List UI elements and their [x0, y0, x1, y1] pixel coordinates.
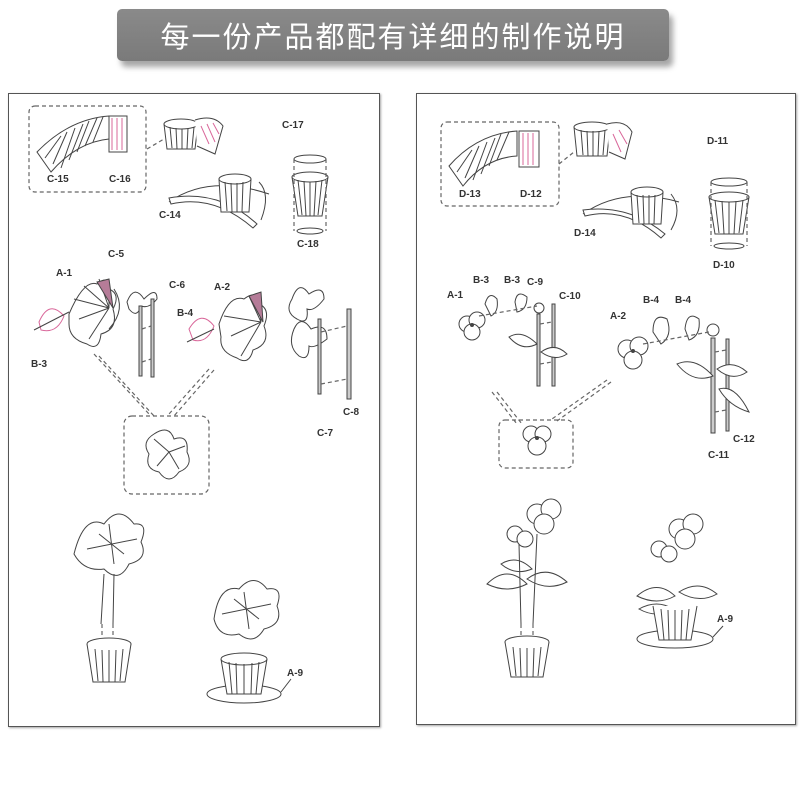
detail-box-flower	[123, 415, 210, 495]
label-d14: D-14	[574, 228, 596, 239]
label-c17: C-17	[282, 120, 304, 131]
label-d10: D-10	[713, 260, 735, 271]
label-a2: A-2	[214, 282, 231, 293]
petal-b3-2	[514, 293, 528, 313]
pot-strip-curved	[448, 130, 540, 187]
label-b3-first: B-3	[473, 275, 490, 286]
pot-base	[713, 242, 745, 250]
pot-band	[168, 173, 270, 229]
flower-a1	[33, 278, 120, 347]
label-d11: D-11	[707, 136, 729, 147]
pot-lid	[293, 154, 327, 164]
detail-box-strip	[28, 105, 147, 193]
label-c7: C-7	[317, 428, 334, 439]
detail-box-pansy	[498, 419, 574, 469]
label-a1: A-1	[56, 268, 73, 279]
plant-assembly-1	[73, 513, 145, 683]
label-c6: C-6	[169, 280, 186, 291]
pot-strip-curved	[36, 115, 128, 173]
label-c8: C-8	[343, 407, 360, 418]
title-banner: 每一份产品都配有详细的制作说明	[117, 9, 669, 61]
pansy-a2	[617, 315, 750, 434]
label-c14: C-14	[159, 210, 181, 221]
stem-c7-c8	[288, 287, 352, 400]
right-diagram	[440, 121, 750, 678]
label-c11: C-11	[708, 450, 730, 461]
label-c12: C-12	[733, 434, 755, 445]
label-a9: A-9	[287, 668, 304, 679]
label-c5: C-5	[108, 249, 125, 260]
label-a1: A-1	[447, 290, 464, 301]
label-a9: A-9	[717, 614, 734, 625]
plant-assembly-2	[636, 513, 724, 649]
pot-rolled	[163, 117, 224, 155]
label-b4-second: B-4	[675, 295, 692, 306]
label-b4-first: B-4	[643, 295, 660, 306]
pot-band	[582, 186, 680, 239]
label-c16: C-16	[109, 174, 131, 185]
label-b3-second: B-3	[504, 275, 521, 286]
pot-base	[296, 227, 324, 235]
label-d13: D-13	[459, 189, 481, 200]
instruction-panel-left: C-15 C-16 C-17 C-14 C-18 A-1 C-5 C-6 A-2…	[8, 93, 380, 727]
label-c15: C-15	[47, 174, 69, 185]
pansy-a1	[458, 293, 568, 387]
label-b4: B-4	[177, 308, 194, 319]
stem-c5-c6	[126, 291, 158, 378]
pot-rolled	[573, 121, 633, 160]
flower-detail	[145, 429, 190, 480]
petal-b3-1	[484, 294, 498, 317]
center-c9	[533, 302, 545, 314]
label-c9: C-9	[527, 277, 544, 288]
label-a2: A-2	[610, 311, 627, 322]
banner-title: 每一份产品都配有详细的制作说明	[160, 20, 626, 54]
label-d12: D-12	[520, 189, 542, 200]
label-c18: C-18	[297, 239, 319, 250]
label-c10: C-10	[559, 291, 581, 302]
arrow-dashed	[146, 138, 165, 150]
pansy-detail	[522, 425, 552, 456]
plant-assembly-2	[206, 580, 292, 704]
plant-assembly-1	[486, 498, 568, 678]
left-diagram	[28, 105, 352, 704]
label-b3: B-3	[31, 359, 48, 370]
flower-a2	[186, 291, 268, 362]
pot-lid	[710, 177, 748, 187]
detail-box-strip	[440, 121, 560, 207]
instruction-panel-right: D-13 D-12 D-11 D-14 D-10 A-1 B-3 B-3 C-9…	[416, 93, 796, 725]
